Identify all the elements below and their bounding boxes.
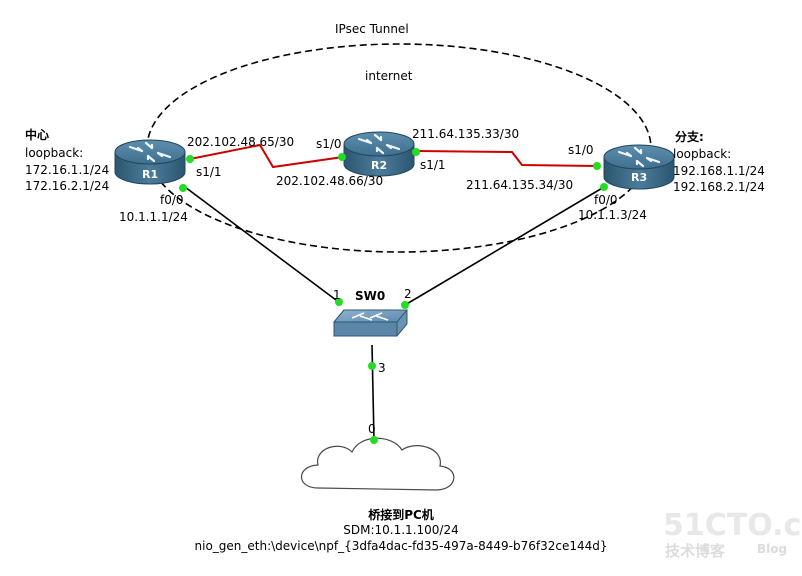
center-loopback-ip1: 172.16.1.1/24 — [25, 163, 109, 177]
router-r2[interactable]: R2 — [342, 130, 416, 178]
link-sw0-cloud — [371, 344, 375, 441]
branch-info: 分支: loopback: 192.168.1.1/24 192.168.2.1… — [673, 129, 765, 194]
r1-f00-if: f0/0 — [160, 193, 184, 207]
watermark: 51CTO.com 技术博客 Blog — [663, 508, 802, 560]
ipsec-tunnel-label: IPsec Tunnel — [335, 22, 409, 36]
port-sw0-1 — [335, 298, 343, 306]
switch-sw0-label: SW0 — [355, 289, 385, 303]
r1-f00-ip: 10.1.1.1/24 — [119, 210, 188, 224]
router-r1[interactable]: R1 — [113, 138, 187, 186]
branch-loopback-ip2: 192.168.2.1/24 — [673, 180, 765, 194]
branch-loopback-ip1: 192.168.1.1/24 — [673, 164, 765, 178]
cloud-icon — [301, 437, 455, 491]
port-r3-f00 — [600, 183, 608, 191]
router-r3[interactable]: R3 — [602, 143, 676, 191]
branch-title: 分支: — [675, 129, 704, 144]
link-r3-sw0 — [404, 186, 605, 306]
internet-label: internet — [365, 69, 413, 83]
r3-s10-if: s1/0 — [568, 143, 594, 157]
cloud-title: 桥接到PC机 — [368, 507, 434, 522]
cloud-sdm-ip: SDM:10.1.1.100/24 — [343, 523, 458, 537]
serial-link-r1-r2 — [189, 143, 344, 169]
r3-s10-ip: 211.64.135.34/30 — [466, 178, 573, 192]
r2-s11-ip: 211.64.135.33/30 — [412, 127, 519, 141]
port-r3-s10 — [593, 162, 601, 170]
center-info: 中心 loopback: 172.16.1.1/24 172.16.2.1/24 — [25, 127, 109, 193]
port-r1-f00 — [179, 184, 187, 192]
r3-f00-if: f0/0 — [594, 193, 618, 207]
port-dots — [179, 148, 608, 444]
r2-s11-if: s1/1 — [420, 158, 446, 172]
center-title: 中心 — [25, 127, 49, 142]
cloud-port-label: 0 — [368, 422, 376, 436]
port-r2-s11 — [412, 148, 420, 156]
port-r2-s10 — [338, 153, 346, 161]
port-cloud-0 — [370, 436, 378, 444]
r2-s10-if: s1/0 — [316, 137, 342, 151]
r1-s11-if: s1/1 — [196, 165, 222, 179]
port-sw0-3 — [368, 362, 376, 370]
watermark-blog: Blog — [757, 542, 787, 556]
router-r2-label: R2 — [371, 159, 387, 172]
watermark-sub: 技术博客 — [665, 542, 726, 560]
sw0-port-2-label: 2 — [404, 287, 412, 301]
link-r1-sw0 — [184, 186, 341, 304]
sw0-port-1-label: 1 — [333, 288, 341, 302]
cloud-nio-device: nio_gen_eth:\device\npf_{3dfa4dac-fd35-4… — [195, 539, 608, 553]
switch-sw0[interactable] — [332, 309, 409, 337]
sw0-port-3-label: 3 — [378, 361, 386, 375]
serial-link-r2-r3 — [415, 150, 598, 167]
r2-s10-ip: 202.102.48.66/30 — [276, 174, 383, 188]
r1-s11-ip: 202.102.48.65/30 — [187, 135, 294, 149]
branch-loopback-label: loopback: — [673, 147, 731, 161]
router-r1-label: R1 — [142, 168, 158, 181]
center-loopback-ip2: 172.16.2.1/24 — [25, 179, 109, 193]
router-r3-label: R3 — [631, 171, 647, 184]
port-sw0-2 — [401, 301, 409, 309]
r3-f00-ip: 10.1.1.3/24 — [578, 208, 647, 222]
watermark-brand: 51CTO.com — [663, 508, 802, 543]
port-r1-s11 — [186, 155, 194, 163]
center-loopback-label: loopback: — [25, 146, 83, 160]
